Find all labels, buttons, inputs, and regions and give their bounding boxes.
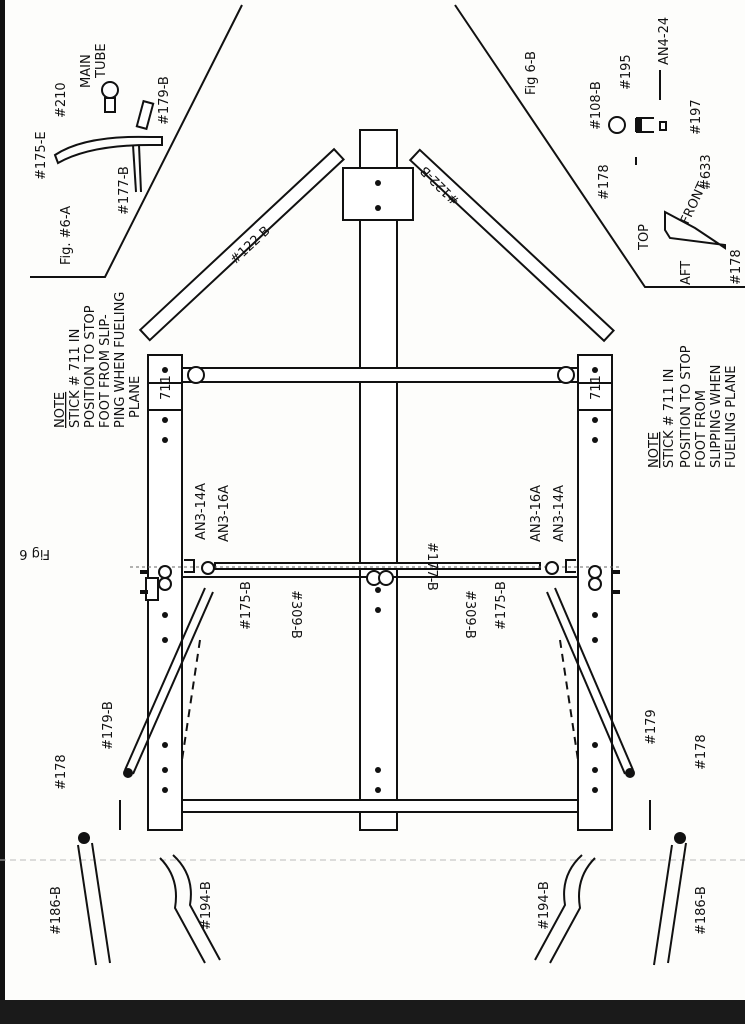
label-194b-left: #194-B [199, 881, 214, 930]
label-top: TOP [637, 224, 652, 251]
note-left-line: PING WHEN FUELING [113, 292, 128, 428]
label-175e: #175-E [34, 131, 49, 180]
label-633: #633 [699, 154, 714, 190]
leg-186b-right [653, 842, 687, 966]
label-178-left: #178 [54, 754, 69, 790]
leg-194b-left [159, 854, 221, 964]
note-left-line: FOOT FROM SLIP- [98, 314, 113, 428]
label-an3-14a-right: AN3-14A [552, 485, 567, 542]
label-108b: #108-B [589, 81, 604, 130]
cross-tube-177b [214, 562, 541, 570]
strut-179-right [546, 587, 635, 778]
brace-122b-left [138, 147, 345, 342]
note-right-line: FOOT FROM [694, 390, 709, 468]
fig-6b-frame [454, 4, 745, 288]
label-178-right: #178 [694, 734, 709, 770]
note-right-line: POSITION TO STOP [679, 345, 694, 468]
label-179b-left: #179-B [101, 701, 116, 750]
note-right-line: SLIPPING WHEN [709, 365, 724, 468]
label-main-tube: MAIN [79, 54, 94, 88]
label-309b-right: #309-B [462, 590, 477, 639]
note-left-title: NOTE [53, 392, 68, 428]
label-aft: AFT [679, 261, 694, 285]
label-711-right: 711 [589, 375, 604, 400]
note-right-line: STICK # 711 IN [662, 369, 677, 468]
label-309b-left: #309-B [288, 590, 303, 639]
scan-border-bottom [0, 1000, 745, 1024]
note-right: NOTE STICK # 711 IN POSITION TO STOP FOO… [647, 345, 739, 468]
label-711-left: 711 [159, 375, 174, 400]
note-left: NOTE STICK # 711 IN POSITION TO STOP FOO… [53, 292, 143, 428]
label-178-b: #178 [597, 164, 612, 200]
label-186b-right: #186-B [694, 886, 709, 935]
label-178-bracket: #178 [729, 249, 744, 285]
rear-cross-tube [181, 799, 579, 813]
note-right-line: FUELING PLANE [724, 366, 739, 468]
note-left-line: POSITION TO STOP [83, 305, 98, 428]
label-an3-16a-right: AN3-16A [529, 485, 544, 542]
label-main-tube-2: TUBE [94, 43, 109, 79]
right-rail [577, 354, 613, 831]
note-left-line: PLANE [128, 376, 143, 418]
part-178-bracket [664, 210, 726, 250]
label-177b: #177-B [424, 542, 439, 591]
label-179-right: #179 [644, 709, 659, 745]
strut-179b-left [123, 587, 214, 778]
label-an3-16a-left: AN3-16A [217, 485, 232, 542]
label-177b-a: #177-B [117, 166, 132, 215]
center-bracket [342, 167, 414, 221]
main-center-tube [359, 129, 398, 831]
fig-6a-frame [30, 4, 243, 278]
label-179b-a: #179-B [157, 76, 172, 125]
label-an3-14a-left: AN3-14A [194, 483, 209, 540]
label-an4-24: AN4-24 [657, 17, 672, 65]
label-175b-left: #175-B [239, 581, 254, 630]
label-195: #195 [619, 54, 634, 90]
fig-6a-title: Fig. #6-A [59, 206, 74, 265]
note-left-line: STICK # 711 IN [68, 329, 83, 428]
label-front: FRONT [678, 180, 710, 227]
fig-6-title: Fig 6 [19, 546, 50, 561]
front-cross-tube [181, 367, 579, 383]
label-175b-right: #175-B [494, 581, 509, 630]
label-186b-left: #186-B [49, 886, 64, 935]
label-210: #210 [54, 82, 69, 118]
scan-border-left [0, 0, 5, 1024]
part-175e [53, 135, 163, 165]
label-197: #197 [689, 99, 704, 135]
label-194b-right: #194-B [537, 881, 552, 930]
left-block [145, 577, 159, 601]
leg-194b-right [534, 854, 596, 964]
note-right-title: NOTE [647, 432, 662, 468]
fig-6b-title: Fig 6-B [524, 51, 539, 95]
brace-122b-right [408, 148, 615, 343]
leg-186b-left [77, 842, 111, 966]
